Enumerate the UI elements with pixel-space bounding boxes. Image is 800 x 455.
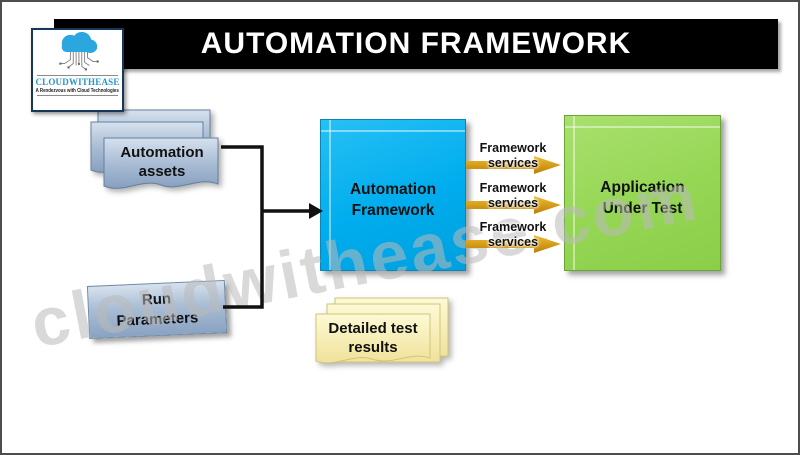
application-under-test-label: Application Under Test [600,179,685,217]
cloud-tree-icon [58,31,99,71]
framework-services-arrow-2: Framework services [464,181,562,219]
logo-name: CLOUDWITHEASE [35,77,120,87]
framework-services-arrow-3: Framework services [464,220,562,258]
automation-assets-label: Automation assets [120,144,204,180]
brand-logo: CLOUDWITHEASE A Rendezvous with Cloud Te… [31,28,124,112]
gold-arrow-icon [466,196,561,214]
page-title: AUTOMATION FRAMEWORK [200,27,632,60]
logo-tagline: A Rendezvous with Cloud Technologies [35,88,120,94]
gold-arrow-icon [466,235,561,253]
automation-assets-shape [90,109,219,189]
framework-services-arrow-1: Framework services [464,141,562,179]
automation-framework-label: Automation Framework [349,181,437,219]
framework-services-label-3: Framework services [479,220,547,249]
framework-services-label-2: Framework services [479,181,547,210]
gold-arrow-icon [466,156,561,174]
logo-divider-bottom [36,95,119,96]
header-bar: AUTOMATION FRAMEWORK [54,19,778,69]
detailed-test-results-shape [315,297,449,364]
application-under-test-box: Application Under Test [564,115,721,271]
detailed-test-results-label: Detailed test results [328,320,418,356]
run-parameters-label: Run Parameters [116,289,199,330]
framework-services-label-1: Framework services [479,141,547,170]
automation-framework-box: Automation Framework [320,119,466,271]
logo-divider-top [36,75,119,76]
run-parameters-shape: Run Parameters [86,280,228,339]
